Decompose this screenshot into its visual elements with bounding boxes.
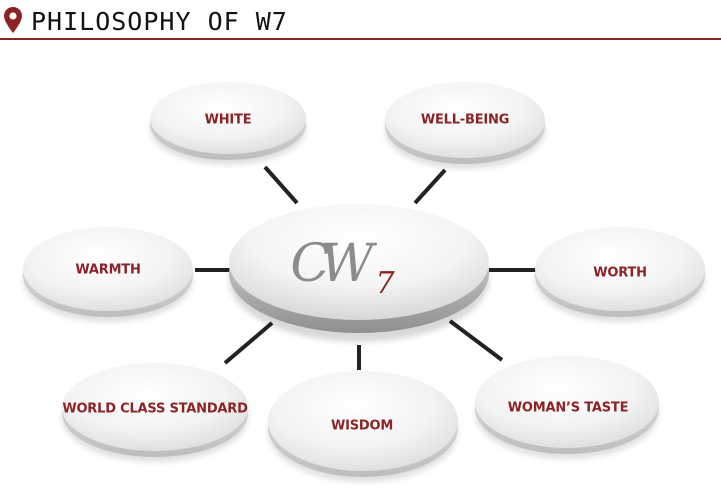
connector-well-being [413, 168, 447, 205]
node-label-womans-taste: WOMAN’S TASTE [507, 400, 629, 416]
connector-world-class-standard [223, 321, 274, 365]
header: PHILOSOPHY OF W7 [0, 0, 721, 40]
node-label-worth: WORTH [593, 265, 647, 281]
node-worth [535, 227, 705, 322]
diagram-canvas: CW 7 [23, 82, 705, 482]
logo-number: 7 [375, 266, 395, 301]
node-label-well-being: WELL-BEING [420, 112, 510, 128]
philosophy-diagram: CW 7 WHITE WELL-BEING WARMTH WORTH WORLD… [0, 40, 721, 487]
header-divider [0, 38, 721, 40]
connector-womans-taste [448, 319, 504, 362]
node-label-warmth: WARMTH [75, 262, 141, 278]
connector-white [263, 165, 299, 205]
node-white [150, 82, 306, 165]
center-node: CW 7 [229, 204, 489, 342]
node-label-wisdom: WISDOM [330, 418, 394, 434]
location-pin-icon [4, 7, 22, 33]
page-title: PHILOSOPHY OF W7 [31, 7, 288, 36]
node-womans-taste [475, 356, 659, 459]
node-wisdom [268, 371, 458, 482]
node-warmth [23, 227, 193, 322]
node-well-being [385, 82, 545, 169]
node-label-world-class-standard: WORLD CLASS STANDARD [62, 401, 248, 417]
connectors [195, 165, 537, 370]
node-label-white: WHITE [204, 112, 252, 128]
node-world-class-standard [62, 363, 248, 462]
